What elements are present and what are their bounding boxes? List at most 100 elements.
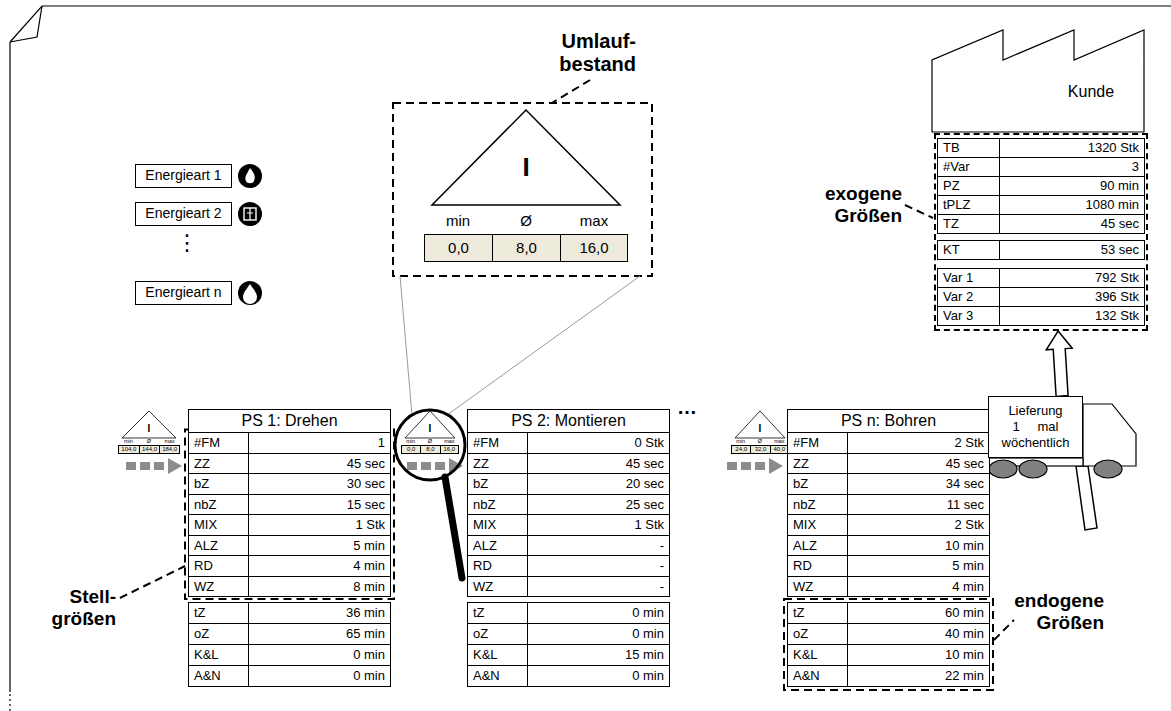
cell-text: 30 sec <box>347 476 385 491</box>
magnifier-handle <box>445 477 462 578</box>
table-cell: 45 sec <box>248 453 391 475</box>
cell-text: 32,0 <box>755 446 767 452</box>
table-cell: RD <box>787 555 848 577</box>
parameter-table: tZ36 minoZ65 minK&L0 minA&N0 min <box>188 602 391 687</box>
inventory-symbol: I <box>148 423 151 434</box>
cell-text: 15 sec <box>347 497 385 512</box>
table-cell: 10 min <box>847 644 990 666</box>
cell-text: 10 min <box>945 538 984 553</box>
arrow-tail <box>1076 466 1097 530</box>
inventory-symbol: I <box>759 423 762 434</box>
cell-text: ZZ <box>793 456 809 471</box>
cell-text: oZ <box>473 626 488 641</box>
process-box: Energieart 2 <box>135 202 232 226</box>
customer-table: TB1320 Stk#Var3PZ90 mintPLZ1080 minTZ45 … <box>934 133 1148 331</box>
cell-text: 22 min <box>945 668 984 683</box>
leader-line <box>552 80 590 103</box>
cell-text: oZ <box>793 626 808 641</box>
table-cell: 132 Stk <box>999 306 1145 326</box>
table-cell: 0 min <box>248 644 391 666</box>
flow-arrow-dash <box>421 462 431 470</box>
header-text: min <box>446 212 470 229</box>
table-cell: MIX <box>467 514 528 536</box>
cell-text: 24,0 <box>735 446 747 452</box>
table-cell: MIX <box>188 514 249 536</box>
cell-text: 1 <box>378 435 385 450</box>
table-cell: ZZ <box>787 453 848 475</box>
callout-label: exogene Größen <box>825 183 902 227</box>
parameter-table: #FM0 StkZZ45 secbZ20 secnbZ25 secMIX1 St… <box>467 432 670 597</box>
table-header: min <box>731 438 750 445</box>
callout-frame <box>185 430 394 600</box>
table-cell: nbZ <box>467 494 528 516</box>
table-cell: 104,0 <box>118 445 140 454</box>
cell-text: ZZ <box>473 456 489 471</box>
cell-text: 3 <box>1132 159 1139 174</box>
label-text: endogene Größen <box>1014 590 1104 633</box>
truck-wheel <box>989 460 1017 478</box>
flow-arrow-dash <box>154 462 164 470</box>
cell-text: 184,0 <box>162 446 177 452</box>
cell-text: 5 min <box>353 538 385 553</box>
cell-text: nbZ <box>793 497 815 512</box>
page-outline <box>10 6 1171 692</box>
cell-text: A&N <box>194 668 221 683</box>
parameter-table: tZ60 minoZ40 minK&L10 minA&N22 min <box>787 602 990 687</box>
cell-text: #FM <box>194 435 220 450</box>
cell-text: 144,0 <box>142 446 157 452</box>
cell-text: 8 min <box>353 579 385 594</box>
table-cell: 1 Stk <box>527 514 670 536</box>
cell-text: ZZ <box>194 456 210 471</box>
table-cell: #FM <box>787 432 848 454</box>
table-cell: Var 3 <box>937 306 1000 326</box>
cell-text: ALZ <box>194 538 218 553</box>
truck-wheel <box>1019 460 1047 478</box>
label-text: Stell- größen <box>52 586 116 629</box>
cell-text: bZ <box>473 476 488 491</box>
cell-text: K&L <box>194 647 219 662</box>
cell-text: 5 min <box>952 558 984 573</box>
inventory-symbol-box: Imin104,0Ø144,0max184,0 <box>117 410 181 454</box>
box-label: PS n: Bohren <box>841 412 936 430</box>
cell-text: tZ <box>194 605 206 620</box>
table-cell: TB <box>937 138 1000 158</box>
box-label: Energieart 2 <box>145 206 221 221</box>
process-box: PS n: Bohren <box>787 409 990 433</box>
cell-text: - <box>660 558 664 573</box>
table-cell: 10 min <box>847 535 990 557</box>
table-cell: WZ <box>787 576 848 598</box>
callout-label: Stell- größen <box>52 586 116 630</box>
truck-wheel <box>1094 460 1122 478</box>
table-cell: ALZ <box>467 535 528 557</box>
table-cell: 15 min <box>527 644 670 666</box>
table-cell: KT <box>937 240 1000 260</box>
cell-text: 40 min <box>945 626 984 641</box>
table-cell: 792 Stk <box>999 268 1145 288</box>
table-cell: TZ <box>937 214 1000 234</box>
cell-text: 34 sec <box>946 476 984 491</box>
symbol-wrap: I <box>420 152 632 182</box>
process-box: Energieart 1 <box>135 164 232 188</box>
table-cell: #FM <box>188 432 249 454</box>
table-cell: 25 sec <box>527 494 670 516</box>
header-text: min <box>124 438 133 444</box>
table-cell: 1080 min <box>999 195 1145 215</box>
cell-text: 0,0 <box>407 446 415 452</box>
leader-line <box>994 620 1014 640</box>
cell-text: Var 1 <box>943 270 973 285</box>
table-cell: 144,0 <box>139 445 161 454</box>
factory-label-wrap: Kunde <box>1041 82 1141 102</box>
cell-text: 8,0 <box>516 239 537 256</box>
magnifier-lens <box>395 410 465 480</box>
table-cell: #FM <box>467 432 528 454</box>
inventory-symbol-box: Imin24,0Ø32,0max40,0 <box>730 410 790 454</box>
table-cell: tPLZ <box>937 195 1000 215</box>
parameter-table: #FM2 StkZZ45 secbZ34 secnbZ11 secMIX2 St… <box>787 432 990 597</box>
cell-text: 36 min <box>346 605 385 620</box>
flow-arrow-dash <box>755 462 765 470</box>
table-cell: 396 Stk <box>999 287 1145 307</box>
table-cell: 0 min <box>248 665 391 687</box>
table-cell: 2 Stk <box>847 432 990 454</box>
cell-text: A&N <box>793 668 820 683</box>
table-cell: bZ <box>467 473 528 495</box>
